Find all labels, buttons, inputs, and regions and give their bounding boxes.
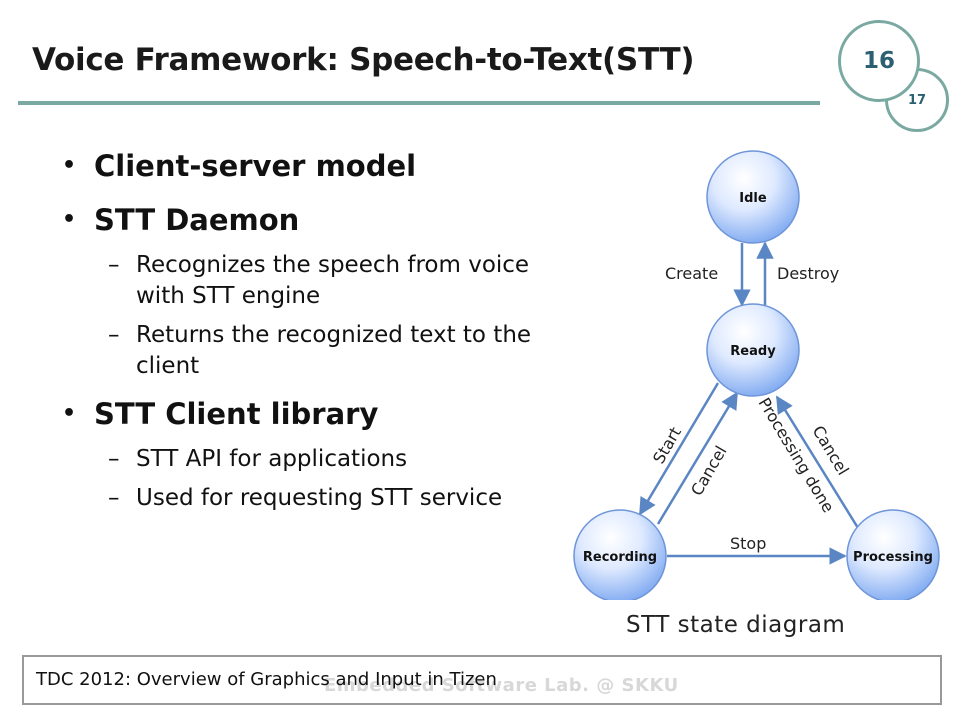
diagram-caption: STT state diagram xyxy=(626,612,846,638)
watermark: Embedded Software Lab. @ SKKU xyxy=(324,675,679,696)
sub-bullet-returns: Returns the recognized text to the clien… xyxy=(62,320,536,382)
sub-bullet-api: STT API for applications xyxy=(62,444,536,475)
state-ready: Ready xyxy=(706,303,800,397)
state-recording: Recording xyxy=(573,509,667,600)
bullet-client-server: Client-server model xyxy=(62,148,572,184)
arrow-cancel-recording xyxy=(656,391,739,525)
state-idle-label: Idle xyxy=(739,191,767,206)
page-number: 16 xyxy=(838,20,920,102)
label-cancel-recording: Cancel xyxy=(687,443,731,499)
bullet-stt-daemon: STT Daemon xyxy=(62,202,572,238)
bullet-stt-client-library: STT Client library xyxy=(62,396,572,432)
label-create: Create xyxy=(665,264,718,283)
label-stop: Stop xyxy=(730,534,766,553)
state-recording-label: Recording xyxy=(583,550,657,565)
arrow-processing-done xyxy=(775,395,860,529)
state-processing-label: Processing xyxy=(853,550,933,565)
state-processing: Processing xyxy=(846,509,940,600)
source-citation: TDC 2012: Overview of Graphics and Input… xyxy=(36,669,497,690)
title-rule xyxy=(18,101,820,105)
sub-bullet-recognizes: Recognizes the speech from voice with ST… xyxy=(62,250,536,312)
sub-bullet-requesting: Used for requesting STT service xyxy=(62,483,536,514)
slide-title: Voice Framework: Speech-to-Text(STT) xyxy=(32,42,695,78)
arrow-start xyxy=(638,382,720,516)
stt-state-diagram: Create Destroy Start Cancel Processing d… xyxy=(573,150,940,600)
footer-source-box: Embedded Software Lab. @ SKKU TDC 2012: … xyxy=(22,655,942,705)
state-idle: Idle xyxy=(706,150,800,244)
label-destroy: Destroy xyxy=(777,264,839,283)
bullet-list: Client-server model STT Daemon Recognize… xyxy=(62,148,572,528)
state-ready-label: Ready xyxy=(730,344,776,359)
